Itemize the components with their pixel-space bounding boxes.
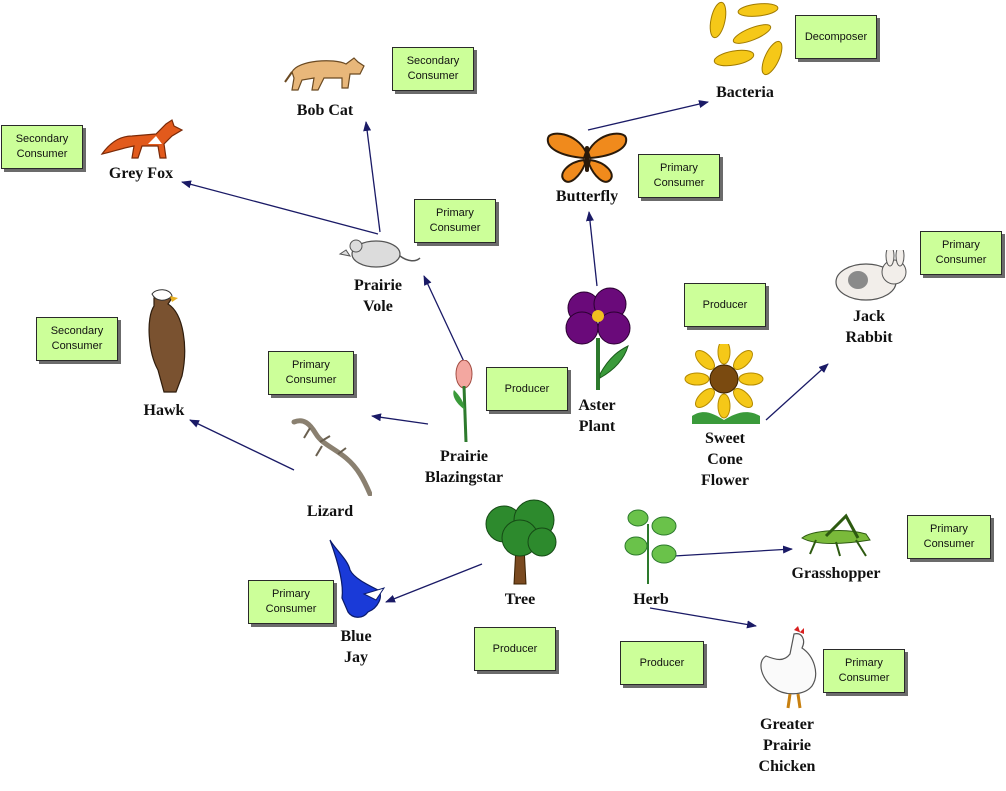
herb-illustration bbox=[624, 509, 677, 584]
organism-label-jack-rabbit: Jack Rabbit bbox=[845, 308, 893, 346]
organism-label-prairie-vole: Prairie Vole bbox=[354, 277, 402, 315]
arrow-aster-to-butterfly bbox=[585, 211, 598, 287]
organism-label-bacteria: Bacteria bbox=[716, 84, 774, 101]
blazingstar-illustration bbox=[453, 360, 473, 442]
role-tag-herb: Producer bbox=[620, 641, 704, 685]
organism-label-bobcat: Bob Cat bbox=[296, 102, 354, 119]
organism-label-blue-jay: Blue Jay bbox=[340, 628, 372, 666]
arrow-lizard-to-hawk bbox=[189, 419, 295, 471]
role-tag-aster-plant: Producer bbox=[684, 283, 766, 327]
role-tag-bacteria: Decomposer bbox=[795, 15, 877, 59]
arrow-butterfly-to-bacteria bbox=[587, 100, 709, 131]
role-tag-blue-jay: Primary Consumer bbox=[248, 580, 334, 624]
organism-label-greater-prairie-chicken: Greater Prairie Chicken bbox=[758, 716, 816, 775]
role-tag-bobcat: Secondary Consumer bbox=[392, 47, 474, 91]
arrow-vole-to-greyfox bbox=[181, 180, 379, 235]
role-tag-jack-rabbit: Primary Consumer bbox=[920, 231, 1002, 275]
grey-fox-illustration bbox=[100, 119, 184, 159]
arrow-herb-to-chicken bbox=[649, 607, 757, 629]
organism-label-lizard: Lizard bbox=[306, 503, 354, 520]
tree-illustration bbox=[485, 499, 557, 585]
blue-jay-illustration bbox=[329, 539, 386, 618]
organism-label-herb: Herb bbox=[633, 591, 669, 608]
organism-label-grey-fox: Grey Fox bbox=[108, 165, 174, 182]
organism-label-grasshopper: Grasshopper bbox=[791, 565, 881, 582]
prairie-chicken-illustration bbox=[760, 626, 817, 709]
grasshopper-illustration bbox=[801, 513, 871, 557]
role-tag-grasshopper: Primary Consumer bbox=[907, 515, 991, 559]
organism-label-butterfly: Butterfly bbox=[555, 188, 619, 205]
lizard-illustration bbox=[291, 418, 372, 496]
role-tag-tree: Producer bbox=[474, 627, 556, 671]
arrow-blazingstar-to-lizard bbox=[371, 413, 429, 425]
bobcat-illustration bbox=[284, 57, 365, 91]
organism-label-sweet-cone-flower: Sweet Cone Flower bbox=[701, 430, 749, 489]
arrow-vole-to-bobcat bbox=[363, 121, 381, 233]
arrow-sunflower-to-jackrabbit bbox=[765, 363, 829, 421]
bacteria-illustration bbox=[709, 1, 783, 76]
arrow-tree-to-bluejay bbox=[385, 563, 483, 603]
organism-label-hawk: Hawk bbox=[143, 402, 185, 419]
sweet-cone-flower-illustration bbox=[684, 344, 764, 424]
butterfly-illustration bbox=[546, 132, 628, 183]
aster-plant-illustration bbox=[565, 287, 631, 390]
arrow-blazingstar-to-vole bbox=[423, 275, 467, 367]
arrow-herb-to-grasshopper bbox=[673, 545, 793, 557]
role-tag-grey-fox: Secondary Consumer bbox=[1, 125, 83, 169]
prairie-vole-illustration bbox=[338, 239, 421, 268]
role-tag-hawk: Secondary Consumer bbox=[36, 317, 118, 361]
role-tag-lizard: Primary Consumer bbox=[268, 351, 354, 395]
organism-label-tree: Tree bbox=[504, 591, 536, 608]
hawk-illustration bbox=[148, 289, 186, 393]
jack-rabbit-illustration bbox=[835, 250, 907, 301]
organism-label-prairie-blazingstar: Prairie Blazingstar bbox=[424, 448, 504, 486]
role-tag-prairie-vole: Primary Consumer bbox=[414, 199, 496, 243]
organism-label-aster-plant: Aster Plant bbox=[578, 397, 616, 435]
role-tag-butterfly: Primary Consumer bbox=[638, 154, 720, 198]
role-tag-prairie-blazingstar: Producer bbox=[486, 367, 568, 411]
role-tag-greater-prairie-chicken: Primary Consumer bbox=[823, 649, 905, 693]
